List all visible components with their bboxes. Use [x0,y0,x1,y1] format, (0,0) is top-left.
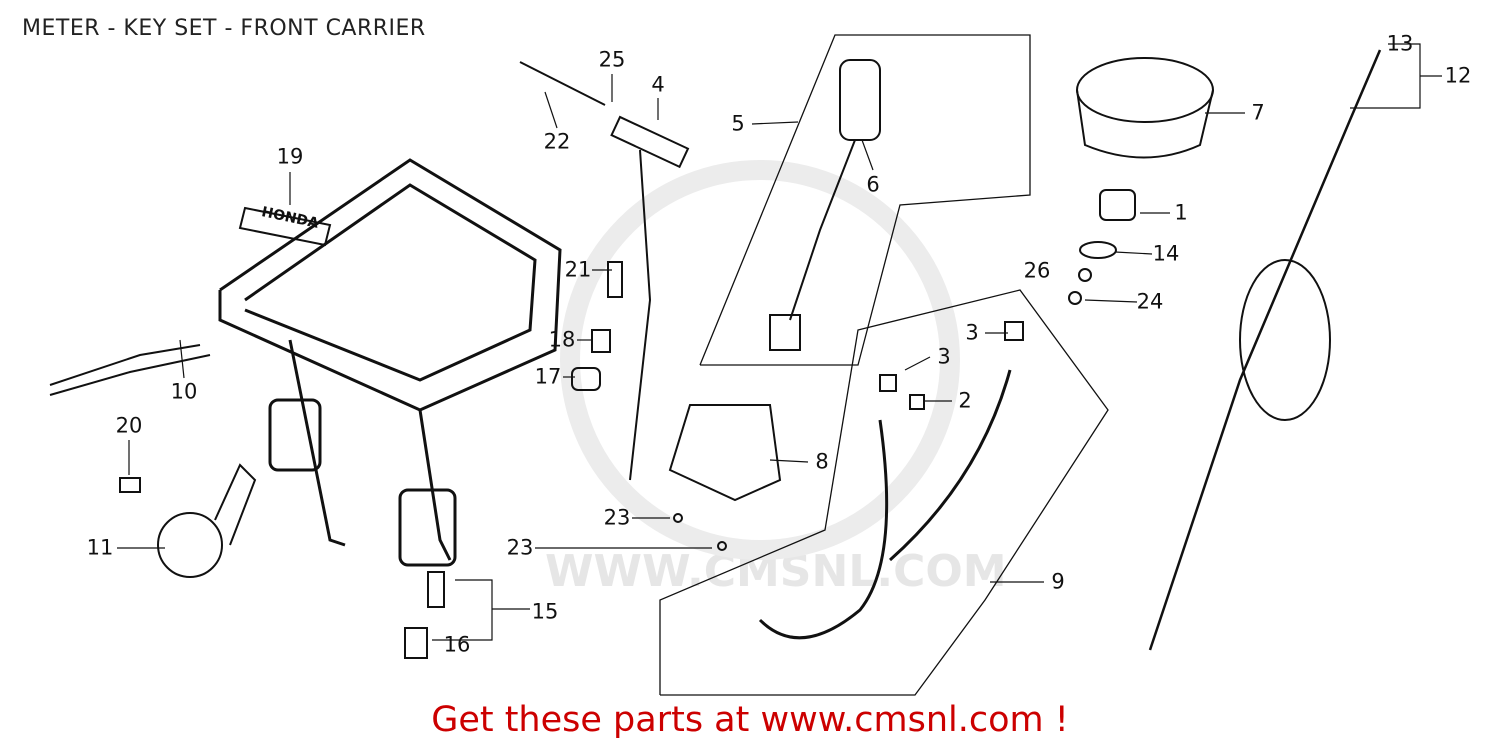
callout-23a[interactable]: 23 [603,505,631,530]
callout-4[interactable]: 4 [651,72,665,97]
callout-3a[interactable]: 3 [965,320,979,345]
callout-23b[interactable]: 23 [506,535,534,560]
callout-22[interactable]: 22 [543,129,571,154]
horn [157,512,223,578]
promo-link[interactable]: Get these parts at www.cmsnl.com ! [431,700,1069,740]
callout-12[interactable]: 12 [1444,63,1472,88]
callout-6[interactable]: 6 [866,172,880,197]
key-switch [839,59,881,141]
callout-18[interactable]: 18 [548,327,576,352]
callout-25[interactable]: 25 [598,47,626,72]
callout-3b[interactable]: 3 [937,344,951,369]
meter [1076,57,1214,123]
callout-15[interactable]: 15 [531,599,559,624]
callout-17[interactable]: 17 [534,364,562,389]
callout-7[interactable]: 7 [1251,100,1265,125]
callout-8[interactable]: 8 [815,449,829,474]
callout-19[interactable]: 19 [276,144,304,169]
callout-26[interactable]: 26 [1023,258,1051,283]
diagram-title: METER - KEY SET - FRONT CARRIER [22,16,426,41]
callout-11[interactable]: 11 [86,535,114,560]
callout-2[interactable]: 2 [958,388,972,413]
cover [668,404,782,502]
callout-14[interactable]: 14 [1152,241,1180,266]
watermark-logo [560,160,960,560]
callout-9[interactable]: 9 [1051,569,1065,594]
callout-13[interactable]: 13 [1386,31,1414,56]
front-carrier [218,158,562,567]
callout-20[interactable]: 20 [115,413,143,438]
callout-21[interactable]: 21 [564,257,592,282]
callout-24[interactable]: 24 [1136,289,1164,314]
callout-16[interactable]: 16 [443,632,471,657]
callout-5[interactable]: 5 [731,111,745,136]
callout-10[interactable]: 10 [170,379,198,404]
callout-1[interactable]: 1 [1174,200,1188,225]
